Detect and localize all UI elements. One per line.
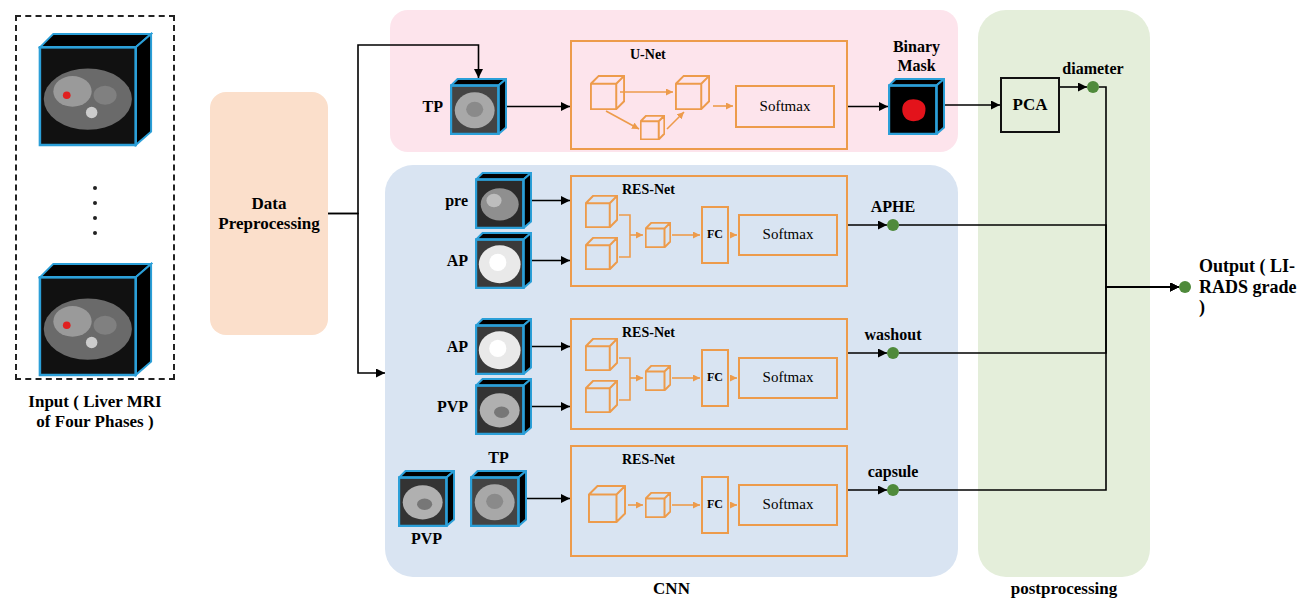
flow-arrow [848, 352, 887, 354]
feature-dot: washout [887, 347, 899, 359]
flow-arrow [532, 260, 570, 262]
feature-dot: APHE [887, 219, 899, 231]
flow-arrow [899, 287, 1179, 353]
flow-arrow [899, 287, 1179, 490]
flow-arrow [532, 200, 570, 202]
module-band: CNNpreAPRES-NetFCSoftmaxAPPVPRES-NetFCSo… [385, 165, 958, 577]
flow-arrow [1060, 86, 1087, 88]
softmax-layer: Softmax [738, 357, 838, 399]
network-block: RES-NetFC Softmax [570, 445, 848, 557]
process-box: Data Preprocessing [210, 92, 328, 335]
input-group: Input ( Liver MRI of Four Phases ) [15, 15, 175, 380]
phase-label: AP [447, 337, 468, 355]
softmax-layer: Softmax [738, 214, 838, 256]
cnn-band-fill [385, 165, 958, 577]
process-label: PCA [1013, 95, 1048, 115]
flow-arrow [848, 489, 887, 491]
feature-label: APHE [871, 198, 915, 216]
softmax-layer: Softmax [738, 484, 838, 526]
band-title: postprocessing [1011, 579, 1117, 599]
feature-dot: Output ( LI-RADS grade ) [1179, 281, 1191, 293]
flow-arrow [848, 224, 887, 226]
layer-label: Softmax [760, 98, 811, 115]
layer-label: Softmax [763, 226, 814, 243]
network-block: RES-NetFC Softmax [570, 318, 848, 430]
flow-arrow [532, 406, 570, 408]
flow-arrow [328, 45, 479, 214]
phase-label: pre [445, 191, 468, 209]
mri-volume: Binary Mask [888, 78, 945, 135]
layer-label: FC [707, 228, 723, 242]
flow-arrow [507, 106, 570, 108]
layer-label: FC [707, 371, 723, 385]
layer-label: Softmax [763, 369, 814, 386]
mri-volume: AP [475, 318, 532, 375]
flow-arrow [527, 498, 570, 500]
pca-box: PCA [1000, 77, 1060, 133]
network-name: RES-Net [622, 325, 675, 341]
network-block: RES-NetFC Softmax [570, 175, 848, 287]
network-name: RES-Net [622, 452, 675, 468]
phase-label: TP [488, 449, 508, 467]
phase-label: AP [447, 251, 468, 269]
feature-label: diameter [1062, 60, 1123, 78]
phase-label: Binary Mask [882, 38, 952, 75]
mri-volume: pre [475, 172, 532, 229]
feature-label: washout [865, 326, 922, 344]
phase-volumes [399, 79, 944, 526]
band-title: CNN [653, 579, 690, 599]
feature-dot: capsule [887, 484, 899, 496]
fc-layer: FC [701, 476, 729, 534]
phase-label: TP [423, 97, 443, 115]
flow-arrow [945, 104, 1000, 106]
module-band: postprocessingPCAdiameter [978, 10, 1150, 577]
softmax-layer: Softmax [735, 85, 835, 128]
flow-arrow [328, 214, 385, 374]
layer-label: Softmax [763, 496, 814, 513]
mri-volume: PVP [398, 470, 455, 527]
unet-internals [591, 76, 733, 140]
network-name: U-Net [630, 47, 666, 63]
flow-arrow [899, 225, 1179, 287]
phase-label: PVP [437, 397, 468, 415]
fc-layer: FC [701, 206, 729, 264]
resnet-internals [586, 196, 737, 522]
feature-label: Output ( LI-RADS grade ) [1199, 256, 1299, 318]
phase-label: PVP [411, 530, 442, 548]
mri-volume: TP [470, 470, 527, 527]
input-caption: Input ( Liver MRI of Four Phases ) [20, 392, 170, 431]
network-name: RES-Net [622, 182, 675, 198]
flow-arrow [1099, 87, 1179, 287]
input-volumes [40, 34, 151, 375]
postprocessing-band-fill [978, 10, 1150, 577]
mri-volume: TP [450, 78, 507, 135]
flow-arrow [848, 106, 888, 108]
fc-layer: FC [701, 349, 729, 407]
mri-volume: AP [475, 232, 532, 289]
feature-label: capsule [868, 463, 919, 481]
layer-label: FC [707, 498, 723, 512]
flow-arrow [532, 346, 570, 348]
process-label: Data Preprocessing [213, 194, 325, 233]
feature-dot: diameter [1087, 81, 1099, 93]
segmentation-band [390, 10, 958, 152]
network-block: U-NetSoftmax [570, 40, 848, 150]
mri-volume: PVP [475, 378, 532, 435]
